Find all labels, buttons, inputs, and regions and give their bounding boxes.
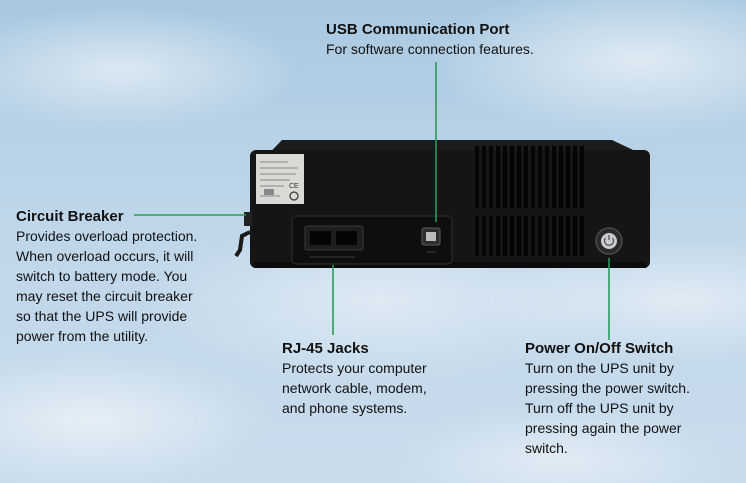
breaker-callout-line: When overload occurs, it will xyxy=(16,248,194,264)
vent-grille xyxy=(475,146,584,256)
power-callout-line: Turn off the UPS unit by xyxy=(525,400,674,416)
breaker-callout-line: may reset the circuit breaker xyxy=(16,288,193,304)
power-callout-line: pressing again the power xyxy=(525,420,682,436)
usb-callout: USB Communication Port For software conn… xyxy=(326,20,534,59)
breaker-callout-line: Provides overload protection. xyxy=(16,228,198,244)
rj45-callout: RJ-45 Jacks Protects your computer netwo… xyxy=(282,339,427,418)
rj45-jacks[interactable] xyxy=(304,225,364,258)
rj45-callout-line: network cable, modem, xyxy=(282,380,427,396)
power-switch[interactable] xyxy=(595,227,623,255)
breaker-callout-line: so that the UPS will provide xyxy=(16,308,188,324)
power-callout-line: Turn on the UPS unit by xyxy=(525,360,674,376)
rj45-callout-line: Protects your computer xyxy=(282,360,427,376)
power-callout-line: switch. xyxy=(525,440,568,456)
rj45-callout-line: and phone systems. xyxy=(282,400,408,416)
usb-callout-line: For software connection features. xyxy=(326,41,534,57)
breaker-callout: Circuit Breaker Provides overload protec… xyxy=(16,207,197,346)
breaker-callout-line: switch to battery mode. You xyxy=(16,268,188,284)
usb-port[interactable] xyxy=(421,227,441,253)
power-callout-title: Power On/Off Switch xyxy=(525,340,674,357)
usb-callout-title: USB Communication Port xyxy=(326,21,510,38)
power-icon xyxy=(603,235,615,246)
rj45-callout-title: RJ-45 Jacks xyxy=(282,340,369,357)
ce-mark-icon: CE xyxy=(289,183,299,190)
power-callout-line: pressing the power switch. xyxy=(525,380,690,396)
rating-label: CE xyxy=(256,154,304,204)
breaker-callout-line: power from the utility. xyxy=(16,328,149,344)
breaker-callout-title: Circuit Breaker xyxy=(16,208,124,225)
power-callout: Power On/Off Switch Turn on the UPS unit… xyxy=(525,339,690,458)
